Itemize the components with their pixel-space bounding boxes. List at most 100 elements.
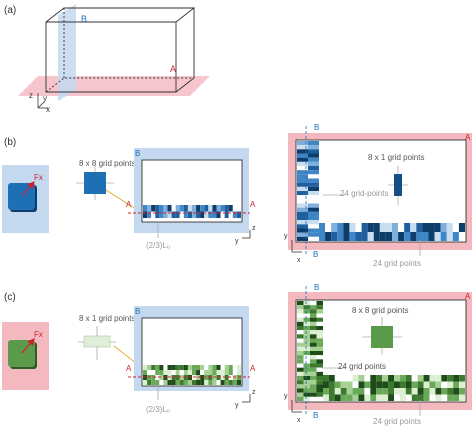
mosaic-cell [310,384,317,389]
mosaic-cell [308,228,319,233]
axis-cs-y: y [235,238,239,245]
mosaic-cell [297,388,304,393]
mosaic-cell [394,394,400,401]
mosaic-cell [308,191,319,196]
mosaic-cell [370,381,377,388]
mosaic-cell [422,232,429,241]
mosaic-cell [303,309,310,314]
b-line-bottom: B [313,411,318,420]
mosaic-cell [155,380,160,385]
mosaic-cell [416,223,423,232]
mosaic-cell [159,205,164,212]
mosaic-cell [308,216,319,221]
mosaic-cell [352,388,359,395]
mosaic-cell [308,161,319,166]
mosaic-cell [325,232,332,241]
mosaic-cell [187,205,192,212]
mosaic-cell [453,388,460,395]
mosaic-cell [303,334,310,339]
mosaic-cell [297,191,308,196]
mosaic-cell [297,371,304,376]
mosaic-cell [220,375,225,380]
mosaic-cell [151,380,156,385]
mosaic-cell [364,375,371,382]
mosaic-cell [179,370,184,375]
mosaic-cell [423,388,430,395]
mosaic-cell [163,205,168,212]
mosaic-cell [446,223,453,232]
mosaic-cell [459,381,465,388]
mosaic-cell [364,394,371,401]
mosaic-cell [410,223,417,232]
mosaic-cell [308,224,319,229]
mosaic-cell [388,381,394,388]
mosaic-cell [316,309,323,314]
mosaic-cell [200,370,205,375]
leader-line [113,345,137,364]
mosaic-cell [434,223,441,232]
mosaic-cell [441,394,448,401]
mosaic-cell [323,375,329,382]
domain-box [45,7,196,93]
mosaic-cell [303,326,310,331]
mosaic-cell [171,370,176,375]
mosaic-cell [236,375,241,380]
mosaic-cell [394,381,400,388]
axis-cs-z: z [252,225,256,232]
mosaic-cell [297,199,308,204]
mosaic-cell [297,153,308,158]
mosaic-cell [196,211,201,218]
mosaic-cell [331,232,338,241]
mosaic-cell [297,384,304,389]
mosaic-cell [364,381,371,388]
mosaic-cell [204,380,209,385]
mosaic-cell [167,205,172,212]
mosaic-cell [308,236,319,241]
mosaic-cell [303,392,310,397]
mosaic-cell [308,220,319,225]
axis-top-y: y [284,393,288,400]
mosaic-cell [447,381,454,388]
mosaic-cell [175,370,180,375]
mosaic-cell [435,381,442,388]
mosaic-cell [143,380,148,385]
axis-cs-y: y [235,402,239,409]
mosaic-cell [297,211,308,216]
mosaic-cell [303,321,310,326]
mosaic-cell [297,338,304,343]
mosaic-cell [147,365,152,370]
mosaic-cell [232,365,237,370]
mosaic-cell [310,317,317,322]
mosaic-cell [159,365,164,370]
mosaic-cell [303,342,310,347]
force-label: Fx [34,173,43,182]
mosaic-cell [303,367,310,372]
cs-field [143,205,241,218]
mosaic-cell [297,346,304,351]
mosaic-cell [167,370,172,375]
mosaic-cell [200,205,205,212]
mosaic-cell [236,380,241,385]
mosaic-cell [297,351,304,356]
mosaic-cell [175,375,180,380]
plate-icon [8,340,35,367]
mosaic-cell [373,223,380,232]
mosaic-cell [349,223,356,232]
mosaic-cell [379,232,386,241]
mosaic-cell [212,211,217,218]
mosaic-cell [367,232,374,241]
mosaic-cell [147,380,152,385]
mosaic-cell [434,232,441,241]
mosaic-cell [303,338,310,343]
mosaic-cell [361,223,368,232]
mosaic-cell [417,381,424,388]
grid-small-square [84,172,106,194]
mosaic-cell [453,394,460,401]
mosaic-cell [308,178,319,183]
mosaic-cell [297,141,308,146]
mosaic-cell [175,205,180,212]
mosaic-cell [159,375,164,380]
mosaic-cell [308,157,319,162]
mosaic-cell [382,388,389,395]
mosaic-cell [163,365,168,370]
